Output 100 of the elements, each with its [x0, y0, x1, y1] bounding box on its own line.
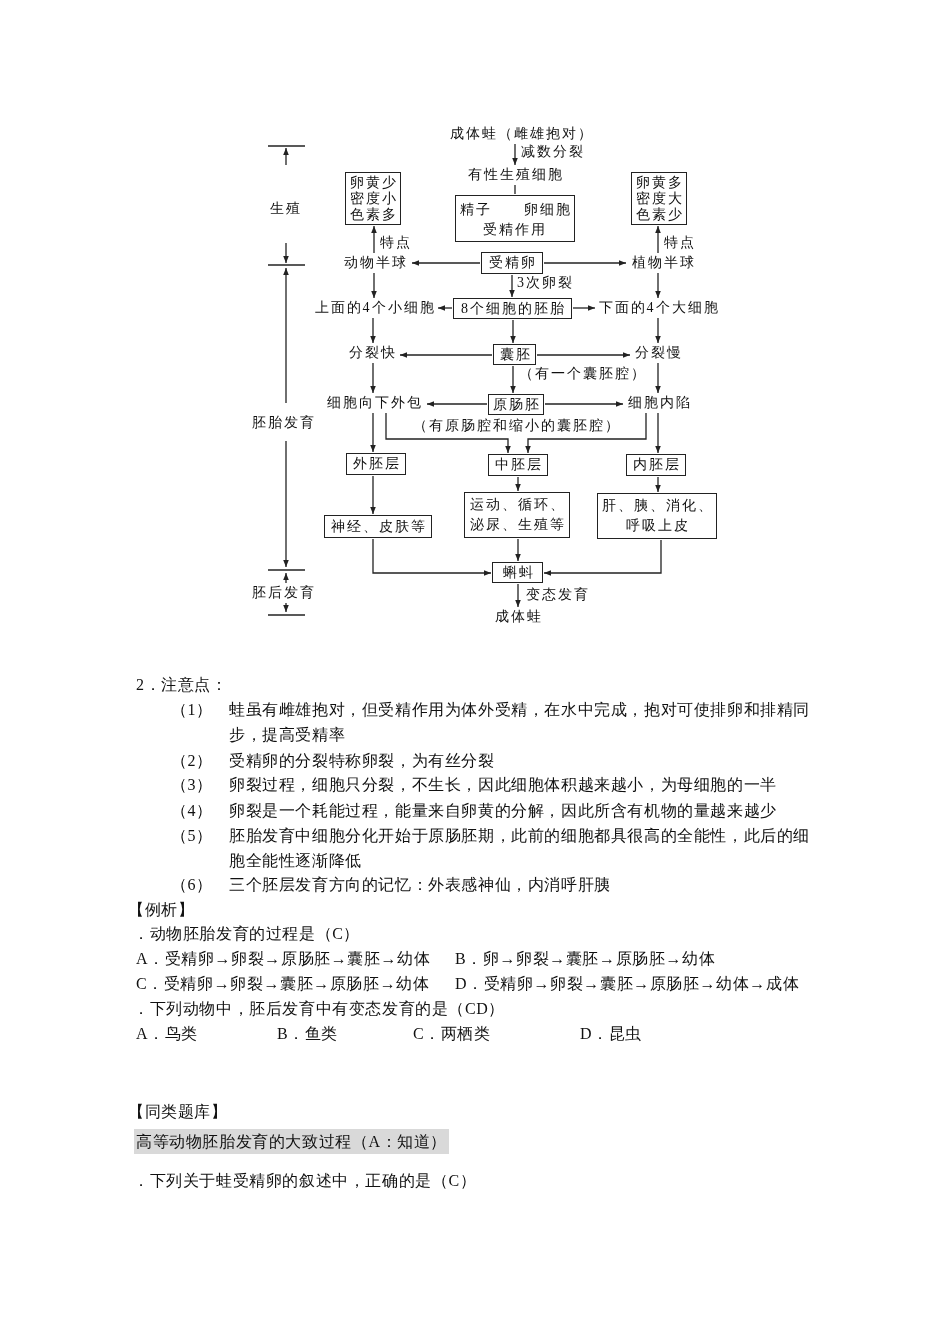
arrow	[543, 539, 662, 576]
arrow	[655, 272, 661, 299]
note-text: 三个胚层发育方向的记忆：外表感神仙，内消呼肝胰	[229, 874, 611, 895]
arrow	[655, 412, 661, 454]
process-box: 肝、胰、消化、呼吸上皮	[597, 493, 717, 539]
option-text: B．鱼类	[277, 1023, 339, 1044]
option-text: B．卵→卵裂→囊胚→原肠胚→幼体	[455, 948, 716, 969]
option-text: C．两栖类	[413, 1023, 491, 1044]
note-text: 卵裂过程，细胞只分裂，不生长，因此细胞体积越来越小，为母细胞的一半	[229, 774, 777, 795]
arrow	[525, 412, 647, 454]
arrow	[655, 362, 661, 394]
arrow	[515, 476, 521, 492]
stage-label: 胚胎发育	[252, 414, 316, 432]
question-text: ．下列关于蛙受精卵的叙述中，正确的是（C）	[133, 1170, 477, 1191]
arrow	[399, 352, 493, 358]
process-box: 8个细胞的胚胎	[453, 298, 572, 319]
process-box: 原肠胚	[488, 394, 544, 415]
process-box	[345, 172, 401, 225]
edge-label: 变态发育	[526, 586, 590, 604]
box-text: 色素多	[350, 206, 398, 223]
list-number: （6）	[171, 874, 213, 895]
list-number: （4）	[171, 800, 213, 821]
arrow	[510, 319, 516, 344]
process-box: 内胚层	[626, 454, 686, 476]
arrow	[655, 225, 661, 254]
process-box: 外胚层	[346, 453, 406, 475]
box-text: 卵黄少	[350, 174, 398, 191]
process-box: 囊胚	[493, 344, 536, 365]
box-text: 密度大	[636, 190, 684, 207]
arrow	[371, 272, 377, 299]
process-box: 运动、循环、泌尿、生殖等	[464, 492, 570, 538]
arrow	[515, 583, 521, 608]
flow-text: 分裂快	[345, 344, 399, 362]
arrow	[655, 317, 661, 344]
flow-text: 植物半球	[627, 254, 699, 272]
arrow	[385, 412, 511, 454]
arrow	[426, 401, 488, 407]
box-text: 色素少	[636, 206, 684, 223]
box-text: 卵细胞	[524, 201, 572, 219]
connector-line	[514, 184, 516, 195]
flow-text: 动物半球	[339, 254, 411, 272]
arrow	[411, 260, 481, 266]
option-text: C．受精卵→卵裂→囊胚→原肠胚→幼体	[136, 973, 430, 994]
box-text: 精子	[460, 201, 492, 219]
box-text: 密度小	[350, 190, 398, 207]
process-box: 神经、皮肤等	[324, 515, 432, 538]
flow-text: 上面的4个小细胞	[311, 299, 437, 317]
flow-text: 有性生殖细胞	[462, 166, 568, 184]
edge-label: 减数分裂	[521, 143, 585, 161]
process-box: 中胚层	[488, 454, 548, 476]
note-text: 蛙虽有雌雄抱对，但受精作用为体外受精，在水中完成，抱对可使排卵和排精同步，提高受精率	[229, 699, 811, 745]
arrow	[536, 352, 631, 358]
arrow	[372, 538, 492, 576]
section-heading: 【例析】	[128, 899, 195, 920]
question-text: ．动物胚胎发育的过程是（C）	[133, 923, 361, 944]
flow-text: 细胞向下外包	[322, 394, 426, 412]
note-text: 卵裂是一个耗能过程，能量来自卵黄的分解，因此所含有机物的量越来越少	[229, 800, 777, 821]
arrow	[509, 274, 515, 298]
arrow	[510, 365, 516, 394]
arrow	[371, 225, 377, 254]
option-text: D．昆虫	[580, 1023, 642, 1044]
option-text: A．受精卵→卵裂→原肠胚→囊胚→幼体	[136, 948, 431, 969]
flow-text: 成体蛙	[490, 608, 546, 626]
arrow	[512, 143, 518, 166]
edge-label: 特点	[380, 234, 412, 252]
arrow	[572, 305, 596, 311]
process-box: 蝌蚪	[492, 562, 543, 583]
arrow	[543, 260, 627, 266]
edge-label: 特点	[664, 234, 696, 252]
arrow	[370, 475, 376, 515]
arrow	[655, 476, 661, 493]
question-text: ．下列动物中，胚后发育中有变态发育的是（CD）	[133, 998, 506, 1019]
box-text: 卵黄多	[636, 174, 684, 191]
note-text: 受精卵的分裂特称卵裂，为有丝分裂	[229, 750, 495, 771]
list-number: （5）	[171, 825, 213, 846]
flow-text: 成体蛙（雌雄抱对）	[441, 124, 601, 143]
list-number: （3）	[171, 774, 213, 795]
list-number: （2）	[171, 750, 213, 771]
arrow	[370, 362, 376, 394]
highlighted-text: 高等动物胚胎发育的大致过程（A：知道）	[134, 1128, 449, 1154]
arrow	[544, 401, 624, 407]
arrow	[370, 412, 376, 453]
section-heading: 2．注意点：	[136, 674, 228, 695]
arrow	[515, 538, 521, 562]
flow-text: 分裂慢	[631, 344, 685, 362]
note-text: 胚胎发育中细胞分化开始于原肠胚期，此前的细胞都具很高的全能性，此后的细胞全能性逐渐降低	[229, 825, 811, 871]
process-box	[631, 172, 687, 225]
arrow	[370, 317, 376, 344]
box-text: 受精作用	[482, 221, 548, 239]
process-box	[455, 195, 575, 242]
option-text: D．受精卵→卵裂→囊胚→原肠胚→幼体→成体	[455, 973, 800, 994]
edge-label: 3次卵裂	[517, 274, 574, 292]
option-text: A．鸟类	[136, 1023, 198, 1044]
stage-label: 生殖	[270, 200, 302, 218]
section-heading: 【同类题库】	[128, 1101, 228, 1122]
stage-label: 胚后发育	[252, 584, 316, 602]
list-number: （1）	[171, 699, 213, 720]
arrow	[437, 305, 453, 311]
process-box: 受精卵	[481, 252, 543, 274]
flow-text: 下面的4个大细胞	[596, 299, 720, 317]
